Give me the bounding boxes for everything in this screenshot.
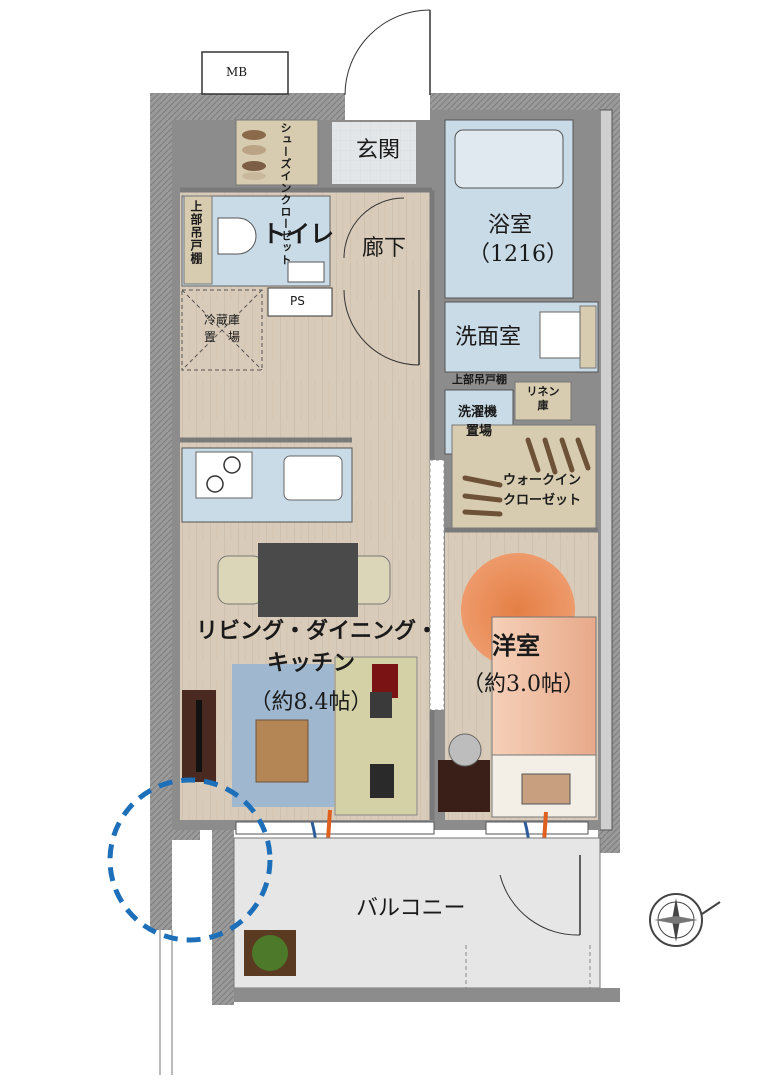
- toilet-label: トイレ: [262, 219, 334, 248]
- fridge-label-2: 置 場: [203, 330, 240, 344]
- ldk-label-2: キッチン: [266, 650, 355, 676]
- bath-size-label: （1216）: [468, 242, 568, 267]
- washer-label-1: 洗濯機: [458, 405, 498, 420]
- ldk-window: [235, 821, 435, 835]
- mb-label: MB: [226, 65, 248, 79]
- western-size-label: （約3.0帖）: [462, 672, 585, 697]
- hangers-icon: [462, 437, 591, 517]
- upper-cabinet-wash-label: 上部吊戸棚: [452, 373, 507, 386]
- wic-label-1: ウォークイン: [503, 473, 582, 488]
- western-label: 洋室: [492, 631, 540, 660]
- fridge-space: [181, 289, 263, 371]
- nightstand: [438, 760, 490, 812]
- fridge-label-1: 冷蔵庫: [203, 313, 240, 327]
- linen-label-2: 庫: [537, 399, 549, 412]
- balcony-label: バルコニー: [356, 896, 466, 921]
- bath-label: 浴室: [488, 213, 533, 238]
- upper-cabinet-toilet-label: 上部吊戸棚: [189, 200, 203, 265]
- compass-icon: [649, 893, 721, 947]
- rouka-label: 廊下: [362, 236, 407, 261]
- shoes-closet-label: シューズインクローゼット: [279, 122, 292, 266]
- shoes-icon: [242, 130, 266, 180]
- toilet-bowl-icon: [217, 217, 257, 255]
- washer-label-2: 置場: [466, 424, 493, 439]
- entrance-door-swing: [344, 9, 431, 96]
- ladder: [159, 930, 173, 1075]
- genkan-label: 玄関: [356, 138, 401, 163]
- bathtub-icon: [454, 129, 564, 189]
- coffee-table: [255, 719, 309, 783]
- linen-closet: [514, 381, 572, 421]
- ps-label: PS: [290, 294, 305, 308]
- upper-cabinet-toilet: [183, 195, 213, 285]
- tv-board: [182, 690, 216, 782]
- dining-table: [217, 543, 391, 617]
- sink-icon: [287, 261, 325, 283]
- wic-label-2: クローゼット: [503, 493, 582, 508]
- stove-icon: [206, 456, 241, 493]
- ps-box: [267, 287, 333, 317]
- ldk-size-label: （約8.4帖）: [249, 690, 373, 715]
- sofa: [334, 656, 418, 816]
- western-window: [485, 821, 589, 835]
- highlight-circle: [107, 777, 273, 943]
- kitchen-sink-icon: [283, 455, 343, 501]
- linen-label-1: リネン: [526, 385, 560, 398]
- ldk-label-1: リビング・ダイニング・: [196, 618, 439, 644]
- washroom-label: 洗面室: [455, 325, 522, 350]
- washbasin-icon: [539, 311, 581, 359]
- genkan-floor: [332, 122, 416, 184]
- mb-box: [201, 51, 289, 95]
